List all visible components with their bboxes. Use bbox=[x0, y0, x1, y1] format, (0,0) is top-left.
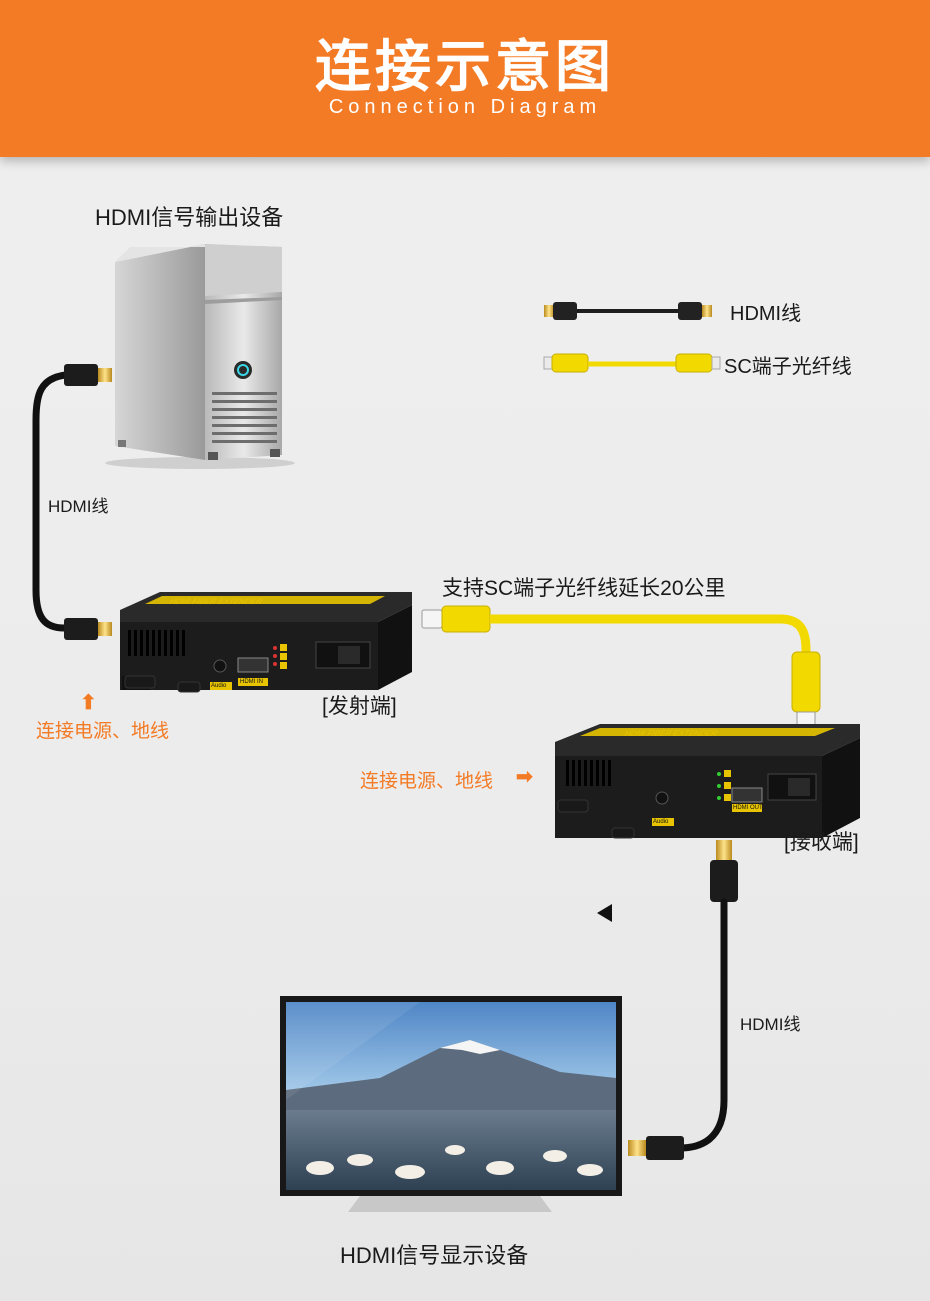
receiver-label: [接收端] bbox=[784, 831, 859, 854]
transmitter-device bbox=[120, 592, 412, 693]
hdmi-cable-left bbox=[32, 364, 112, 640]
right-arrow-icon: ➡ bbox=[516, 766, 533, 788]
receiver-device bbox=[555, 724, 860, 839]
pc-tower-illustration bbox=[105, 244, 295, 469]
rx-audio-label: Audio bbox=[653, 819, 669, 825]
page-subtitle: Connection Diagram bbox=[328, 96, 602, 118]
power-ground-label-left: 连接电源、地线 bbox=[36, 721, 170, 742]
hdmi-cable-right-label: HDMI线 bbox=[740, 1015, 801, 1034]
tv-display-illustration bbox=[280, 996, 622, 1212]
header-banner: 连接示意图 Connection Diagram bbox=[0, 0, 930, 157]
tx-hdmi-in-label: HDMI IN bbox=[240, 679, 263, 685]
hdmi-cable-left-label: HDMI线 bbox=[48, 497, 109, 516]
fiber-caption: 支持SC端子光纤线延长20公里 bbox=[442, 577, 726, 600]
source-device-label: HDMI信号输出设备 bbox=[95, 205, 284, 230]
hdmi-cable-right bbox=[628, 840, 738, 1160]
power-ground-label-right: 连接电源、地线 bbox=[360, 771, 494, 792]
transmitter-label: [发射端] bbox=[322, 695, 397, 718]
legend-sc-label: SC端子光纤线 bbox=[724, 356, 852, 378]
legend-hdmi-cable bbox=[544, 302, 712, 320]
legend-hdmi-label: HDMI线 bbox=[730, 303, 802, 325]
rx-top-text: HDMI FIBER EXTENDER bbox=[622, 729, 720, 738]
tx-audio-label: Audio bbox=[211, 683, 227, 689]
pointer-triangle-icon bbox=[597, 904, 612, 922]
tx-top-text: HDMI FIBER EXTENDER bbox=[167, 597, 265, 606]
fiber-cable bbox=[421, 605, 821, 731]
display-device-label: HDMI信号显示设备 bbox=[340, 1243, 529, 1268]
page-title: 连接示意图 bbox=[315, 35, 615, 100]
up-arrow-icon: ⬆ bbox=[80, 692, 97, 714]
rx-hdmi-out-label: HDMI OUT bbox=[733, 805, 763, 811]
legend-sc-fiber-cable bbox=[543, 353, 721, 373]
